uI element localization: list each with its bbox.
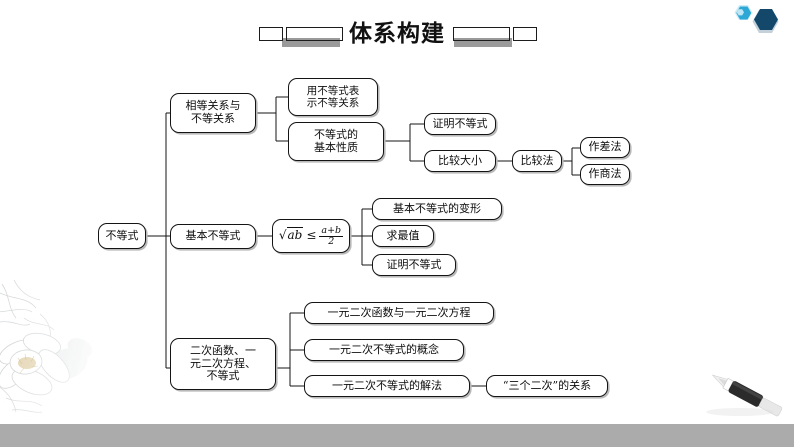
node-label-line1: 不等式的 (314, 127, 358, 141)
hexagon-logo (734, 5, 779, 33)
fountain-pen-decoration (706, 374, 783, 417)
formula-relation: ≤ (306, 228, 317, 243)
footer-bar (0, 424, 794, 447)
formula: √ab ≤ a+b 2 (278, 224, 344, 247)
node-label: 基本不等式 (185, 229, 241, 243)
node-difference-method[interactable]: 作差法 (580, 137, 630, 158)
node-label: 一元二次函数与一元二次方程 (327, 305, 471, 319)
node-root[interactable]: 不等式 (98, 223, 146, 249)
node-label: 基本不等式的变形 (393, 201, 481, 215)
node-find-extremum[interactable]: 求最值 (372, 225, 434, 247)
node-root-label: 不等式 (105, 228, 139, 242)
formula-fraction: a+b 2 (319, 224, 344, 247)
node-quadratic-function-and-equation[interactable]: 一元二次函数与一元二次方程 (304, 302, 494, 324)
node-basic-properties-of-inequality[interactable]: 不等式的 基本性质 (288, 122, 384, 161)
node-compare-magnitude[interactable]: 比较大小 (424, 150, 496, 172)
node-solving-quadratic-inequality[interactable]: 一元二次不等式的解法 (304, 375, 470, 397)
node-comparison-method[interactable]: 比较法 (512, 150, 562, 172)
node-label-line1: 相等关系与 (185, 99, 241, 113)
node-label-line2: 示不等关系 (306, 97, 360, 109)
formula-numerator: a+b (319, 224, 344, 237)
page-title-text: 体系构建 (349, 20, 445, 47)
node-label: “三个二次”的关系 (502, 378, 592, 392)
node-basic-inequality[interactable]: 基本不等式 (170, 224, 256, 249)
title-left-ornament (256, 21, 344, 47)
node-label-line2: 基本性质 (314, 140, 358, 154)
node-label: 证明不等式 (386, 257, 442, 271)
node-label: 求最值 (386, 228, 420, 242)
node-label: 一元二次不等式的概念 (329, 342, 439, 356)
node-prove-inequality-1[interactable]: 证明不等式 (424, 113, 496, 135)
formula-radicand: ab (286, 227, 304, 243)
node-label-line1: 用不等式表 (306, 84, 360, 97)
formula-radical: √ab (278, 227, 304, 243)
node-label-line2: 不等关系 (191, 112, 235, 125)
node-variants-of-basic-inequality[interactable]: 基本不等式的变形 (372, 198, 502, 220)
magnolia-decoration (0, 278, 114, 424)
node-label: 证明不等式 (432, 116, 488, 130)
node-label: 比较大小 (438, 153, 482, 167)
node-prove-inequality-2[interactable]: 证明不等式 (372, 254, 456, 276)
node-quotient-method[interactable]: 作商法 (580, 164, 630, 185)
node-basic-inequality-formula[interactable]: √ab ≤ a+b 2 (272, 219, 350, 253)
footer-divider (0, 421, 794, 424)
node-concept-of-quadratic-inequality[interactable]: 一元二次不等式的概念 (304, 339, 464, 361)
node-label: 一元二次不等式的解法 (332, 378, 442, 392)
page-title: 体系构建 (0, 16, 794, 52)
title-right-ornament (450, 21, 538, 47)
node-label-line1: 二次函数、一 (190, 343, 256, 357)
node-label: 比较法 (520, 153, 554, 167)
formula-denominator: 2 (328, 235, 335, 247)
node-express-inequality-relations[interactable]: 用不等式表 示不等关系 (288, 78, 378, 116)
node-quadratic-function-equation-inequality[interactable]: 二次函数、一 元二次方程、 不等式 (170, 338, 276, 390)
node-label-line2: 元二次方程、 (190, 356, 256, 370)
node-equal-unequal-relations[interactable]: 相等关系与 不等关系 (170, 93, 256, 133)
node-label-line3: 不等式 (206, 369, 240, 383)
node-three-quadratics-relation[interactable]: “三个二次”的关系 (486, 375, 608, 397)
node-label: 作差法 (588, 140, 622, 154)
node-label: 作商法 (588, 167, 622, 181)
